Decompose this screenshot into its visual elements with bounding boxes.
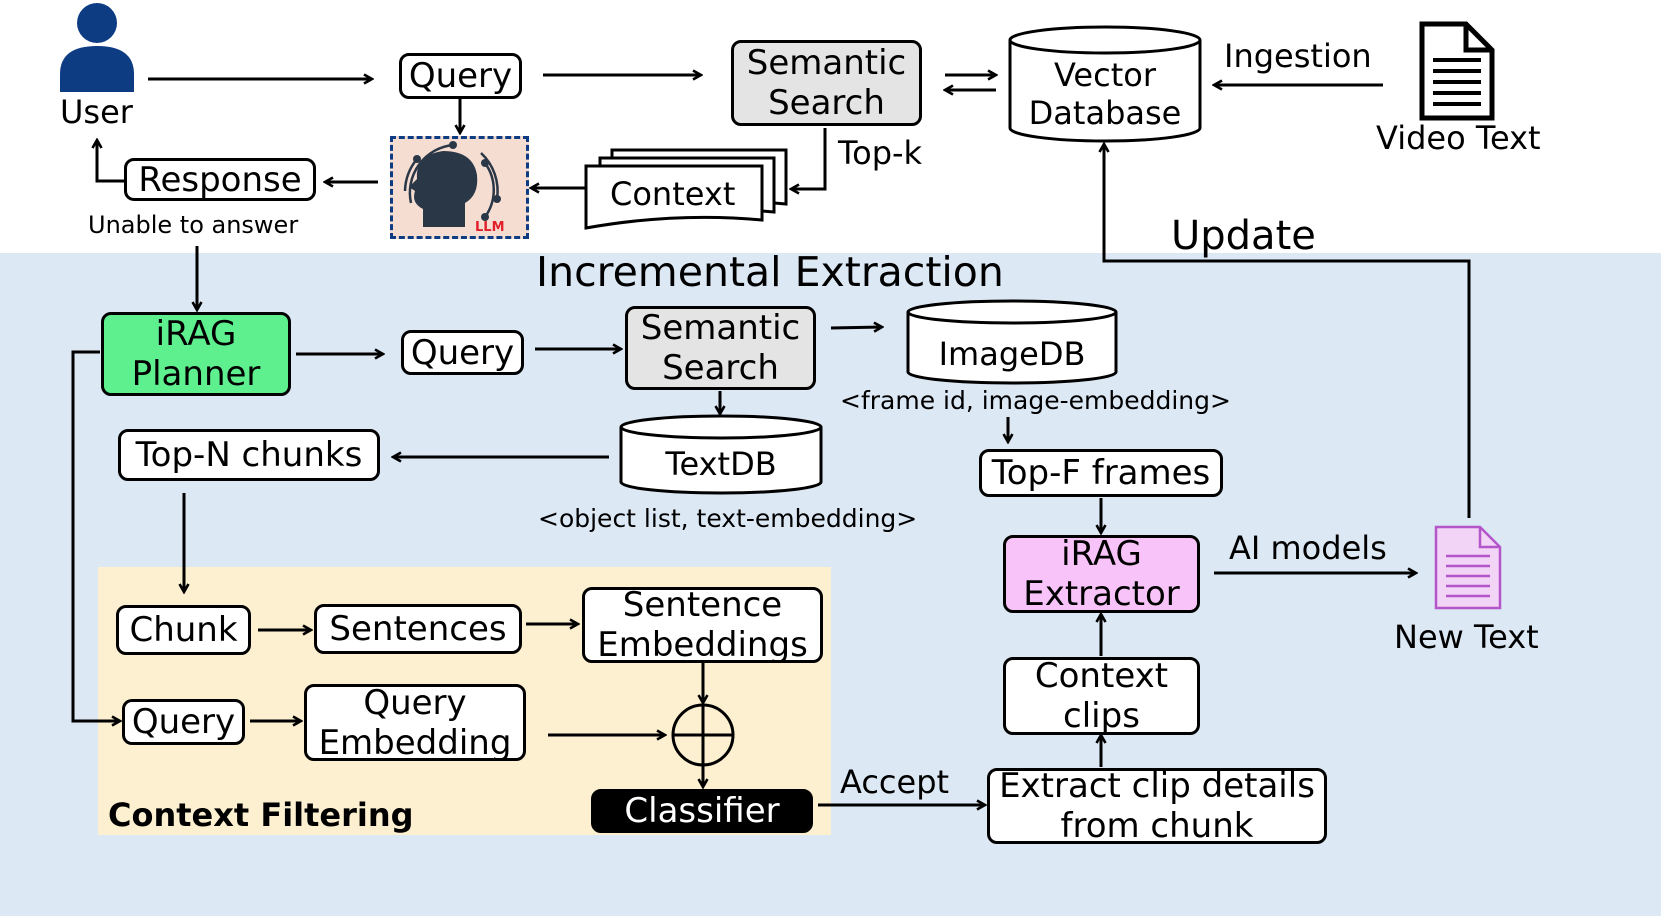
new-text-label: New Text [1394, 618, 1539, 656]
top-k-label: Top-k [838, 134, 923, 172]
ingestion-label: Ingestion [1224, 37, 1372, 75]
context-label: Context [610, 175, 736, 213]
top-k-arrow [791, 128, 827, 189]
extract-clip-details-box: Extract clip details from chunk [987, 766, 1327, 846]
semantic-search-box-2: Semantic Search [625, 306, 816, 390]
query-box: Query [399, 53, 522, 99]
imagedb-schema-label: <frame id, image-embedding> [840, 386, 1231, 415]
textdb-schema-label: <object list, text-embedding> [538, 504, 918, 533]
llm-head-icon [403, 141, 501, 227]
response-to-user-arrow [97, 140, 124, 183]
video-text-label: Video Text [1376, 119, 1541, 157]
top-f-frames-box: Top-F frames [979, 449, 1223, 497]
search-to-imagedb-arrow [830, 327, 882, 328]
document-icon [1419, 21, 1495, 121]
textdb-cylinder [619, 414, 823, 495]
response-box: Response [124, 158, 316, 201]
irag-planner-box: iRAG Planner [101, 312, 291, 396]
update-arrow [1104, 144, 1471, 518]
update-label: Update [1171, 213, 1316, 259]
top-n-chunks-box: Top-N chunks [118, 429, 380, 481]
query-embedding-box: Query Embedding [304, 683, 526, 763]
planner-query-box: Query [401, 330, 524, 375]
planner-to-filter-query-arrow [71, 350, 120, 721]
incremental-extraction-title: Incremental Extraction [536, 248, 1004, 296]
llm-badge: LLM [475, 220, 505, 235]
semantic-search-box: Semantic Search [731, 40, 922, 126]
context-documents-stack [584, 148, 788, 230]
imagedb-cylinder [906, 299, 1118, 385]
llm-node: LLM [390, 136, 529, 239]
imagedb-label: ImageDB [938, 335, 1086, 373]
vector-database-cylinder [1008, 25, 1202, 143]
accept-label: Accept [840, 763, 950, 801]
user-icon [60, 3, 134, 92]
filter-query-box: Query [122, 699, 245, 745]
textdb-label: TextDB [665, 445, 777, 483]
chunk-box: Chunk [116, 605, 251, 655]
unable-to-answer-label: Unable to answer [88, 211, 299, 239]
sentence-embeddings-box: Sentence Embeddings [582, 585, 823, 665]
vector-database-label: Vector Database [1028, 56, 1182, 132]
ai-models-label: AI models [1229, 529, 1387, 567]
new-text-document-icon [1434, 525, 1502, 610]
irag-extractor-box: iRAG Extractor [1003, 534, 1200, 614]
user-label: User [60, 93, 133, 131]
classifier-box: Classifier [591, 789, 813, 833]
combine-operator-icon [671, 703, 735, 767]
sentences-box: Sentences [314, 604, 522, 654]
context-clips-box: Context clips [1003, 656, 1200, 736]
context-filtering-title: Context Filtering [108, 796, 414, 834]
